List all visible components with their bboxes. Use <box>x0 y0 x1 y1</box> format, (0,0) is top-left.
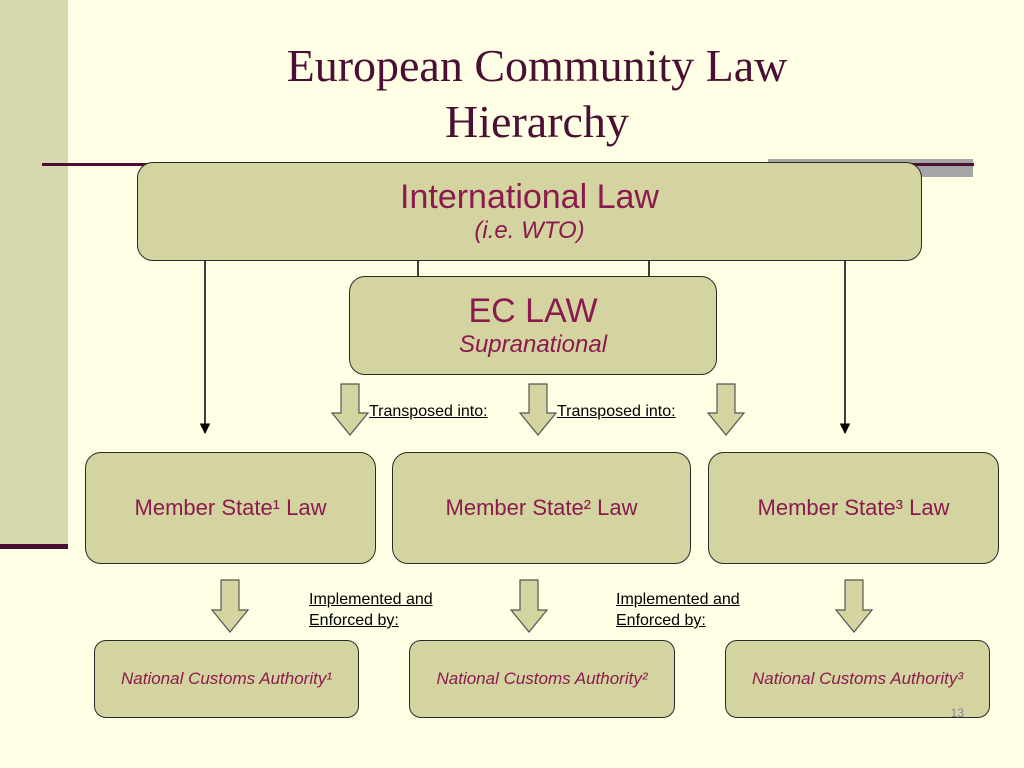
slide-number: 13 <box>950 706 964 720</box>
ec-law-sub: Supranational <box>458 330 608 358</box>
international-law-label: International Law <box>400 177 659 216</box>
member-state-2-box: Member State² Law <box>392 452 691 564</box>
implemented-label-left: Implemented and Enforced by: <box>309 589 433 631</box>
block-arrow-ec-to-ms2 <box>518 383 558 436</box>
implemented-right-line2: Enforced by: <box>616 612 706 629</box>
international-law-sub: (i.e. WTO) <box>474 216 585 244</box>
customs-authority-1-label: National Customs Authority¹ <box>120 669 332 688</box>
block-arrow-ms1-to-nca1 <box>210 579 250 633</box>
member-state-3-box: Member State³ Law <box>708 452 999 564</box>
ec-law-label: EC LAW <box>468 291 598 330</box>
member-state-3-label: Member State³ Law <box>757 495 950 520</box>
block-arrow-ec-to-ms1 <box>330 383 370 436</box>
implemented-right-line1: Implemented and <box>616 591 740 608</box>
transposed-label-right: Transposed into: <box>557 403 676 420</box>
implemented-left-line1: Implemented and <box>309 591 433 608</box>
slide-sidebar <box>0 0 68 546</box>
member-state-1-box: Member State¹ Law <box>85 452 376 564</box>
block-arrow-ms2-to-nca2 <box>509 579 549 633</box>
divider-line-left <box>42 163 152 166</box>
page-title-line2: Hierarchy <box>445 96 629 147</box>
customs-authority-2-label: National Customs Authority² <box>436 669 648 688</box>
sidebar-bottom-bar <box>0 544 68 549</box>
member-state-2-label: Member State² Law <box>445 495 638 520</box>
member-state-1-label: Member State¹ Law <box>134 495 327 520</box>
implemented-left-line2: Enforced by: <box>309 612 399 629</box>
ec-law-box: EC LAW Supranational <box>349 276 717 375</box>
customs-authority-3-box: National Customs Authority³ <box>725 640 990 718</box>
international-law-box: International Law (i.e. WTO) <box>137 162 922 261</box>
customs-authority-1-box: National Customs Authority¹ <box>94 640 359 718</box>
page-title-line1: European Community Law <box>286 40 788 91</box>
customs-authority-3-label: National Customs Authority³ <box>751 669 963 688</box>
customs-authority-2-box: National Customs Authority² <box>409 640 675 718</box>
implemented-label-right: Implemented and Enforced by: <box>616 589 740 631</box>
transposed-label-left: Transposed into: <box>369 403 488 420</box>
divider-line-right <box>900 163 974 166</box>
block-arrow-ms3-to-nca3 <box>834 579 874 633</box>
page-title: European Community Law Hierarchy <box>180 38 894 150</box>
block-arrow-ec-to-ms3 <box>706 383 746 436</box>
